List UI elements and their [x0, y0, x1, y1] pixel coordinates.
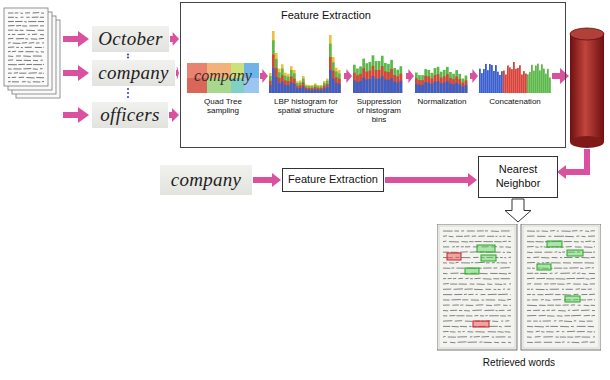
database-cylinder — [570, 28, 604, 148]
stage-picture-graphic — [269, 29, 343, 93]
stage-picture — [479, 29, 551, 93]
pipeline-stage: LBP histogram for spatial structure — [269, 29, 343, 133]
flow-arrow — [260, 69, 268, 83]
page-images — [437, 224, 601, 352]
handwritten-word: company — [98, 62, 169, 84]
stage-picture — [353, 29, 405, 93]
retrieved-pages: Retrieved words — [437, 224, 601, 376]
stage-picture-graphic — [353, 29, 405, 93]
flow-arrow — [406, 69, 414, 83]
flow-arrow — [505, 199, 531, 222]
pipeline-stage: companyQuad Tree sampling — [187, 29, 259, 133]
flow-arrow — [176, 66, 179, 80]
feature-extraction-panel: Feature Extraction companyQuad Tree sampl… — [180, 2, 566, 148]
stage-label: LBP histogram for spatial structure — [269, 97, 343, 115]
word-image: company — [92, 60, 175, 86]
panel-title: Feature Extraction — [281, 9, 371, 21]
word-image: October — [92, 26, 169, 52]
handwritten-word: officers — [100, 104, 159, 126]
handwritten-word: company — [171, 169, 242, 191]
stage-label: Concatenation — [479, 97, 551, 106]
flow-arrow — [385, 173, 477, 187]
stage-label: Normalization — [415, 97, 469, 106]
pipeline-stage: Suppression of histogram bins — [353, 29, 405, 133]
input-arrows — [63, 31, 89, 123]
flow-arrow — [253, 173, 281, 187]
store-arrow — [552, 68, 569, 84]
stage-picture — [415, 29, 469, 93]
handwritten-word: October — [98, 28, 162, 50]
flow-arrow — [169, 108, 179, 122]
document-stack — [4, 8, 60, 98]
stage-picture — [269, 29, 343, 93]
word-image: company — [160, 165, 252, 195]
stage-picture-graphic — [415, 29, 469, 93]
result-label: Retrieved words — [437, 357, 601, 368]
process-label: Nearest Neighbor — [483, 163, 553, 191]
flow-arrow — [170, 32, 179, 46]
pipeline-stage: Concatenation — [479, 29, 551, 133]
word-image: officers — [92, 102, 168, 128]
process-box: Feature Extraction — [282, 168, 384, 192]
pipeline-stage: Normalization — [415, 29, 469, 133]
lookup-arrow — [557, 149, 587, 179]
sampled-word: company — [187, 67, 259, 85]
stage-picture-graphic — [479, 29, 551, 93]
process-box: Nearest Neighbor — [478, 156, 558, 198]
stage-label: Suppression of histogram bins — [353, 97, 405, 125]
flow-arrow — [470, 69, 478, 83]
page-images-graphic — [437, 224, 601, 352]
stage-label: Quad Tree sampling — [187, 97, 259, 115]
stage-picture: company — [187, 29, 259, 93]
flow-arrow — [344, 69, 352, 83]
process-label: Feature Extraction — [288, 173, 378, 187]
